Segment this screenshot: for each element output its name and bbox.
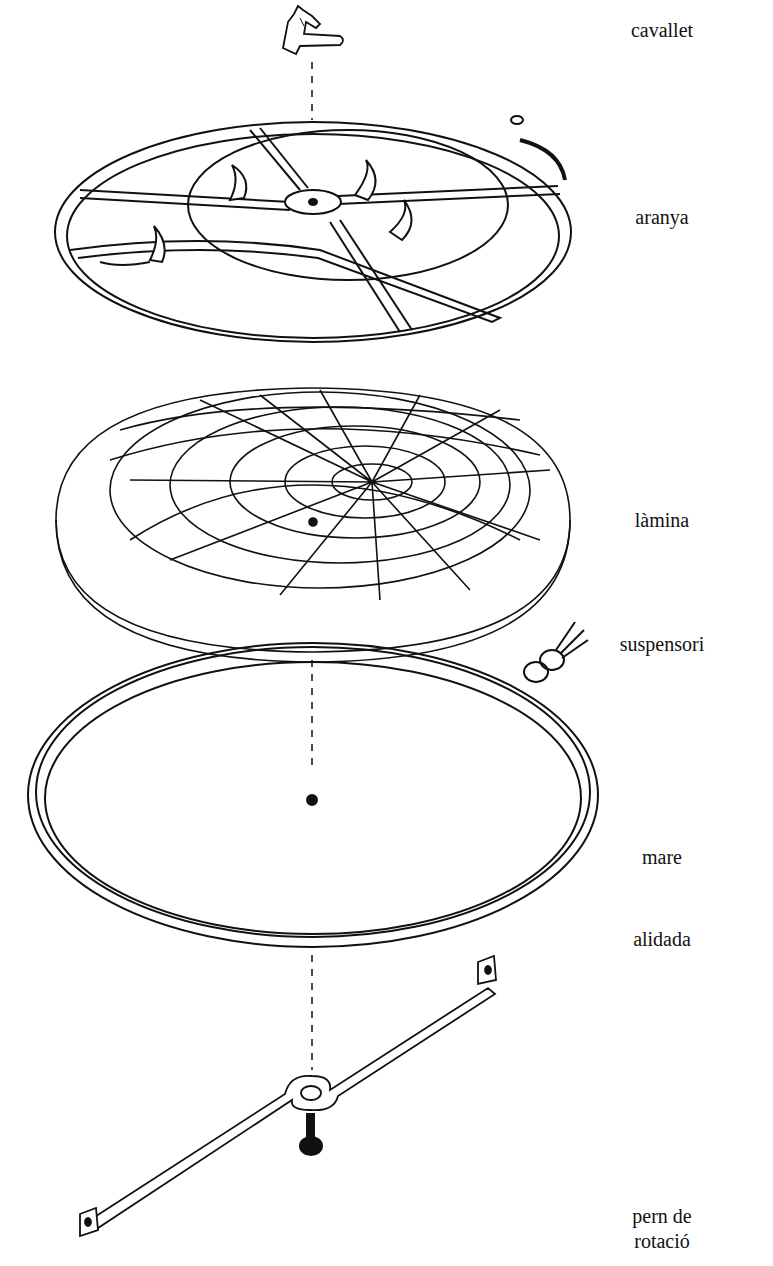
- part-label: cavallet: [592, 18, 732, 43]
- part-label: làmina: [592, 508, 732, 533]
- part-label: pern de rotació: [612, 1204, 712, 1254]
- part-label: alidada: [592, 927, 732, 952]
- rete: [55, 116, 571, 342]
- part-label: aranya: [592, 205, 732, 230]
- suspension-ring: [524, 622, 588, 682]
- part-label: suspensori: [592, 632, 732, 657]
- mater: [28, 643, 598, 947]
- horse-wedge: [283, 6, 343, 54]
- part-label: mare: [592, 845, 732, 870]
- alidade: [80, 956, 496, 1236]
- axis-pin: [300, 1114, 322, 1155]
- plate: [56, 388, 570, 662]
